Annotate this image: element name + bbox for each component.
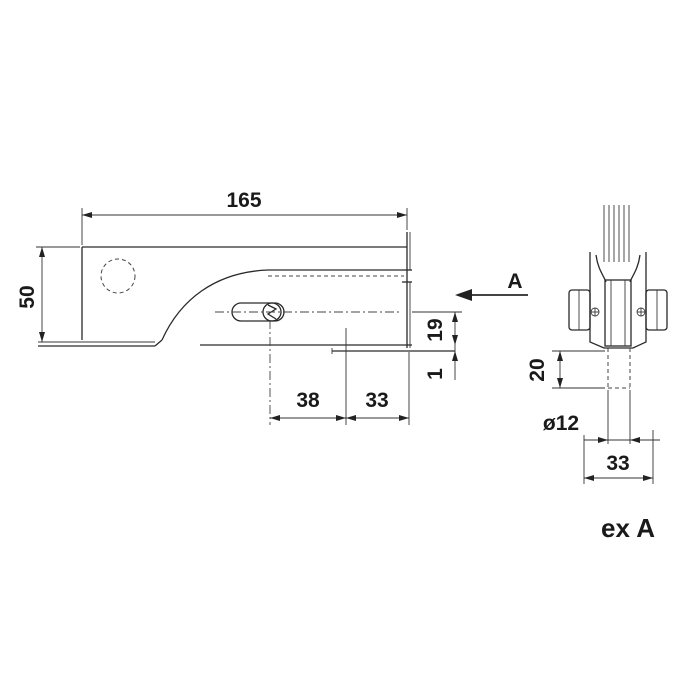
lock-body-outline bbox=[38, 232, 455, 354]
dim-height-label: 50 bbox=[16, 285, 39, 308]
dim-key-offsets: 38 33 bbox=[269, 320, 410, 425]
dim-side-width: 33 bbox=[583, 430, 654, 484]
dim-key-offset-label: 38 bbox=[296, 389, 320, 412]
dim-side-width-label: 33 bbox=[606, 452, 629, 475]
bolt-hidden bbox=[607, 348, 631, 389]
dim-height-50: 50 bbox=[16, 246, 80, 342]
glass-panel bbox=[603, 205, 630, 262]
front-view: 165 50 38 33 bbox=[16, 189, 528, 425]
dim-key-to-end-label: 33 bbox=[365, 389, 388, 412]
dim-length-label: 165 bbox=[226, 189, 261, 212]
dim-pin-length: 20 bbox=[526, 350, 605, 389]
dim-key-height-label: 19 bbox=[424, 318, 447, 341]
mounting-hole-hidden bbox=[100, 258, 136, 294]
dim-pin-diameter-label: ø12 bbox=[543, 412, 579, 435]
side-view-caption: ex A bbox=[601, 513, 655, 543]
dim-length-165: 165 bbox=[81, 189, 408, 245]
dim-pin-length-label: 20 bbox=[526, 358, 549, 381]
dim-vertical-right: 19 1 bbox=[412, 311, 462, 380]
dim-bottom-gap-label: 1 bbox=[424, 368, 447, 380]
view-arrow-a: A bbox=[455, 270, 528, 301]
side-housing bbox=[568, 252, 668, 349]
side-view: 20 ø12 33 ex A bbox=[526, 205, 668, 543]
key-cylinder bbox=[215, 302, 400, 322]
view-arrow-label: A bbox=[507, 270, 522, 293]
dim-pin-diameter: ø12 bbox=[543, 390, 660, 444]
